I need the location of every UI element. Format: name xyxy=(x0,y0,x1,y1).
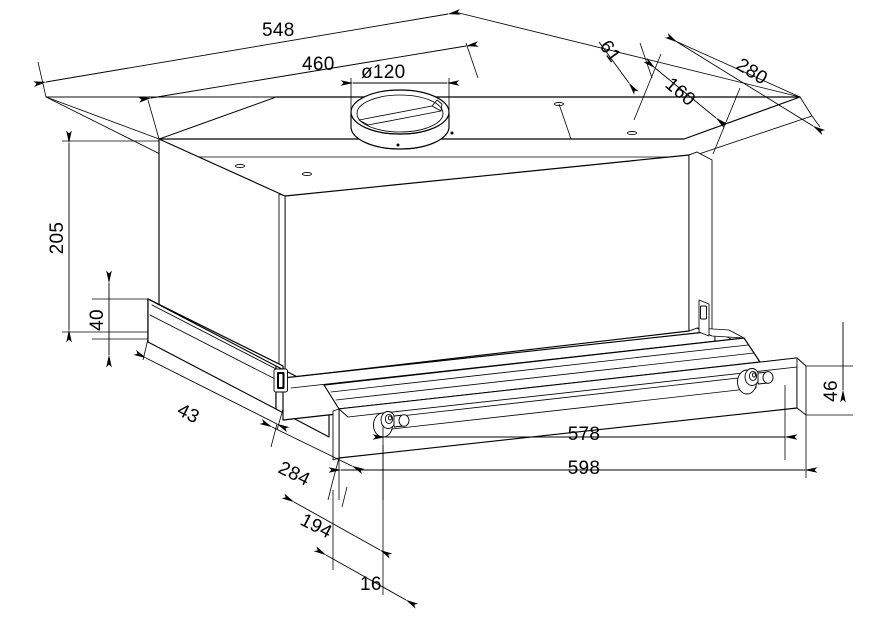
dimension-diameter-120: ø120 xyxy=(340,62,460,112)
dim-460-line xyxy=(138,41,479,103)
centre-dot xyxy=(396,143,400,147)
mounting-slot xyxy=(302,171,312,177)
dim-46-line xyxy=(313,546,419,609)
slide-rail-right-group xyxy=(696,299,745,339)
dimension-578: 578 xyxy=(372,385,798,500)
dimension-43: 46 xyxy=(806,322,853,416)
dim-205-label: 205 xyxy=(47,222,68,255)
dim-284-line xyxy=(133,349,290,433)
mounting-slot xyxy=(554,101,564,107)
dim-40-label: 40 xyxy=(87,309,108,331)
dim-460-label: 460 xyxy=(302,54,335,75)
slide-rail-right-slot xyxy=(700,305,707,320)
dim-61-ext-a xyxy=(558,103,572,140)
mounting-slot xyxy=(627,130,637,136)
mounting-slot xyxy=(235,163,245,169)
drawer-recess-line-1 xyxy=(330,344,749,393)
dimension-460: 460 xyxy=(138,41,479,140)
dim-460-ext-left xyxy=(147,99,160,140)
drawer-roller-right xyxy=(737,368,774,395)
mounting-slots-group xyxy=(235,101,637,177)
pullout-drawer-group xyxy=(323,337,807,461)
dim-43-label: 46 xyxy=(821,380,842,402)
drawer-front-left-return xyxy=(332,408,340,461)
dimension-598: 598 xyxy=(328,415,818,500)
roller-right-core xyxy=(751,372,757,378)
dim-548-label: 548 xyxy=(262,20,295,41)
dim-598-label: 598 xyxy=(568,458,601,479)
dimension-205: 205 xyxy=(47,130,159,343)
dim-578-label: 578 xyxy=(568,424,601,445)
duct-outlet-collar xyxy=(350,89,450,150)
centre-dot xyxy=(450,131,454,135)
hood-corner-post-left xyxy=(278,193,286,379)
dim-120-label: ø120 xyxy=(361,62,406,83)
control-switch[interactable] xyxy=(273,368,288,393)
dim-280-line xyxy=(664,33,826,135)
roller-left-cap xyxy=(398,414,410,427)
dim-46-label: 16 xyxy=(360,574,382,595)
control-switch-highlight xyxy=(279,374,283,387)
roller-right-cap xyxy=(762,371,774,384)
dimension-46: 16 xyxy=(313,445,419,609)
dim-61-line xyxy=(598,41,639,95)
roller-left-core xyxy=(387,415,393,421)
drawer-front-right-end xyxy=(796,357,807,416)
dimension-40: 40 xyxy=(87,270,148,368)
duct-collar-bottom-arc xyxy=(350,126,450,150)
drawer-recess-line-2 xyxy=(335,352,755,401)
dim-16-line xyxy=(281,493,393,559)
